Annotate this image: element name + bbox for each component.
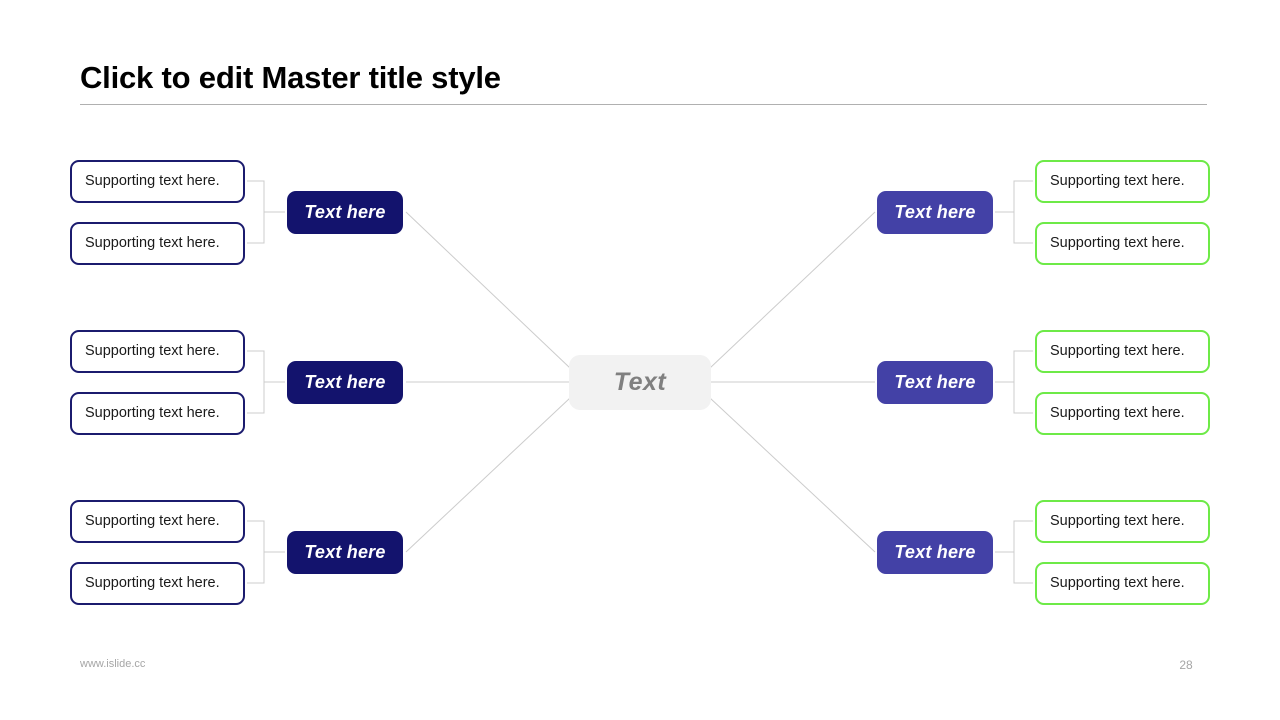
support-box-left-3-1[interactable]: Supporting text here.: [70, 500, 245, 543]
support-box-left-1-1[interactable]: Supporting text here.: [70, 160, 245, 203]
support-box-left-3-2[interactable]: Supporting text here.: [70, 562, 245, 605]
page-number: 28: [1179, 658, 1193, 672]
branch-node-left-2[interactable]: Text here: [287, 361, 403, 404]
title-divider: [80, 104, 1207, 105]
page-title: Click to edit Master title style: [80, 60, 501, 95]
branch-node-left-1[interactable]: Text here: [287, 191, 403, 234]
footer-url: www.islide.cc: [80, 658, 146, 670]
branch-node-right-1[interactable]: Text here: [877, 191, 993, 234]
branch-node-left-3[interactable]: Text here: [287, 531, 403, 574]
support-box-right-1-2[interactable]: Supporting text here.: [1035, 222, 1210, 265]
support-box-left-1-2[interactable]: Supporting text here.: [70, 222, 245, 265]
support-box-right-1-1[interactable]: Supporting text here.: [1035, 160, 1210, 203]
support-box-right-3-2[interactable]: Supporting text here.: [1035, 562, 1210, 605]
support-box-right-2-2[interactable]: Supporting text here.: [1035, 392, 1210, 435]
support-box-left-2-2[interactable]: Supporting text here.: [70, 392, 245, 435]
support-box-left-2-1[interactable]: Supporting text here.: [70, 330, 245, 373]
branch-node-right-2[interactable]: Text here: [877, 361, 993, 404]
support-box-right-3-1[interactable]: Supporting text here.: [1035, 500, 1210, 543]
center-node[interactable]: Text: [569, 355, 711, 410]
branch-node-right-3[interactable]: Text here: [877, 531, 993, 574]
support-box-right-2-1[interactable]: Supporting text here.: [1035, 330, 1210, 373]
